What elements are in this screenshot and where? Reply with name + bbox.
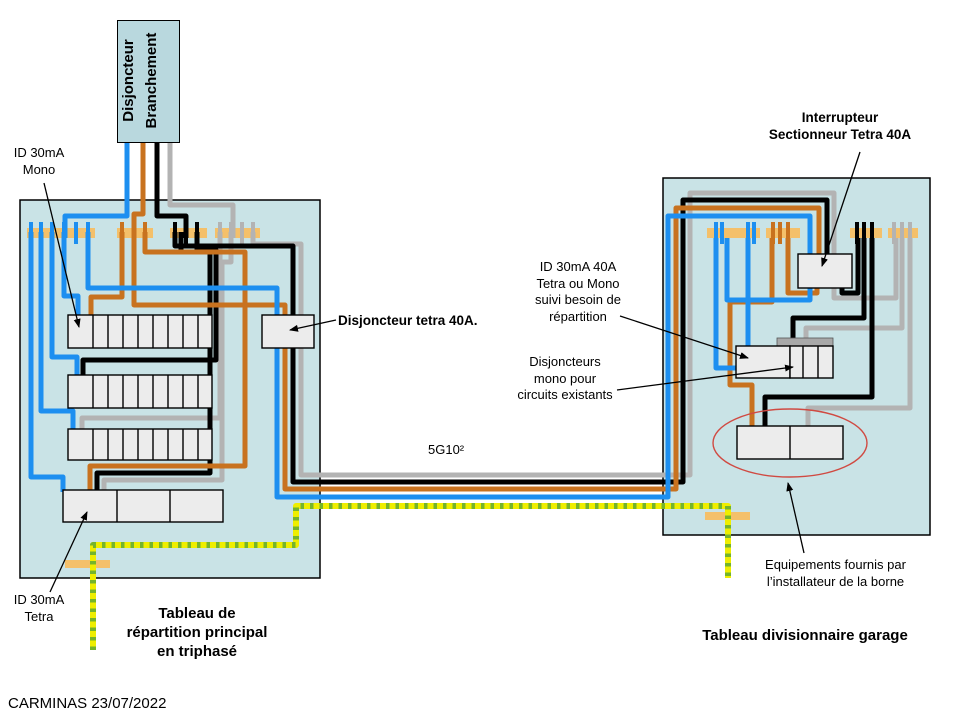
blue-wire-id40-side xyxy=(713,238,738,371)
arrow-equipements xyxy=(786,482,805,554)
busbar-blue-right xyxy=(707,228,760,238)
breaker-row-2 xyxy=(67,374,213,409)
source-box-line1: Disjoncteur xyxy=(120,39,137,122)
orange-wire-borne xyxy=(727,238,775,428)
black-wire-main-run xyxy=(172,197,830,485)
busbar-gray-left xyxy=(215,228,260,238)
title-garage-panel: Tableau divisionnaire garage xyxy=(702,627,908,644)
arrow-disjoncteurs-mono xyxy=(616,364,794,391)
highlight-ellipse xyxy=(712,408,868,478)
black-wire-borne xyxy=(762,238,875,428)
arrow-id30-tetra xyxy=(49,511,88,593)
breaker-row-1-body xyxy=(67,314,213,349)
title-main-panel: Tableau de répartition principal en trip… xyxy=(126,605,268,661)
blue-wire-row2 xyxy=(49,232,80,376)
source-box-line2: Branchement xyxy=(142,32,160,129)
wires xyxy=(28,143,913,650)
disjoncteur-tetra-device xyxy=(261,314,315,349)
earth-bar-left xyxy=(65,560,110,568)
interrupteur-sectionneur-device xyxy=(797,253,853,289)
label-id40: ID 30mA 40A Tetra ou Mono suivi besoin d… xyxy=(535,259,621,324)
disjoncteur-branchement-box: Disjoncteur Branchement xyxy=(117,20,180,143)
blue-wire-switch-to-bar xyxy=(724,238,813,303)
gray-wire-cap xyxy=(803,238,905,340)
black-wire-idtetra xyxy=(94,232,213,492)
arrow-id40 xyxy=(619,315,749,359)
label-cable-5g10: 5G10² xyxy=(428,442,465,457)
mono-breakers-body xyxy=(789,345,834,379)
black-wire-service xyxy=(154,143,189,238)
gray-wire-idtetra xyxy=(101,232,234,492)
blue-wire-service xyxy=(62,143,130,238)
label-equipements: Equipements fournis par l’installateur d… xyxy=(765,557,906,589)
label-disjoncteurs-mono: Disjoncteurs mono pour circuits existant… xyxy=(517,354,613,403)
orange-wires xyxy=(87,143,822,492)
blue-wire-idtetra xyxy=(28,232,66,492)
annotation-arrows xyxy=(43,151,861,593)
orange-wire-idtetra xyxy=(87,232,248,492)
label-id30-mono: ID 30mA Mono xyxy=(13,145,65,177)
orange-wire-service xyxy=(131,143,146,238)
footer-credit: CARMINAS 23/07/2022 xyxy=(8,695,167,712)
arrow-disjoncteur-tetra xyxy=(289,319,337,332)
gray-wire-borne xyxy=(805,238,913,428)
arrow-interrupteur xyxy=(821,151,861,267)
breaker-row-1 xyxy=(67,314,213,349)
breaker-row-1-dividers xyxy=(92,315,199,348)
id-tetra-dividers xyxy=(116,490,171,522)
label-interrupteur: Interrupteur Sectionneur Tetra 40A xyxy=(768,110,912,143)
arrow-id30-mono xyxy=(43,182,81,328)
mono-breakers-dividers xyxy=(802,346,819,378)
busbar-blue-left xyxy=(27,228,95,238)
black-wire-switch-to-bar xyxy=(839,238,861,296)
orange-wire-main-run xyxy=(131,205,822,492)
blue-wire-row3 xyxy=(38,232,76,431)
breaker-row-3 xyxy=(67,428,213,461)
earth-wire-green-stripes xyxy=(90,503,731,650)
orange-wire-row1 xyxy=(88,232,125,316)
blue-wire-main-run xyxy=(85,213,813,500)
black-wires xyxy=(80,143,875,492)
breaker-row-3-body xyxy=(67,428,213,461)
disjoncteur-branchement-label: Disjoncteur Branchement xyxy=(118,19,179,142)
label-disjoncteur-tetra: Disjoncteur tetra 40A. xyxy=(338,313,478,328)
breaker-row-3-dividers xyxy=(92,429,199,460)
orange-wire-switch-to-bar xyxy=(785,238,820,296)
breaker-row-2-body xyxy=(67,374,213,409)
devices xyxy=(62,253,853,523)
earth-wire xyxy=(90,503,731,650)
breaker-row-2-dividers xyxy=(92,375,199,408)
id-tetra-body xyxy=(62,489,224,523)
busbar-orange-right xyxy=(766,228,800,238)
label-id30-tetra: ID 30mA Tetra xyxy=(13,592,65,624)
gray-wire-service xyxy=(167,143,236,238)
borne-device xyxy=(736,425,844,460)
black-wire-mono xyxy=(790,238,867,340)
comb-busbar-cap xyxy=(776,337,834,347)
id-tetra-device xyxy=(62,489,224,523)
